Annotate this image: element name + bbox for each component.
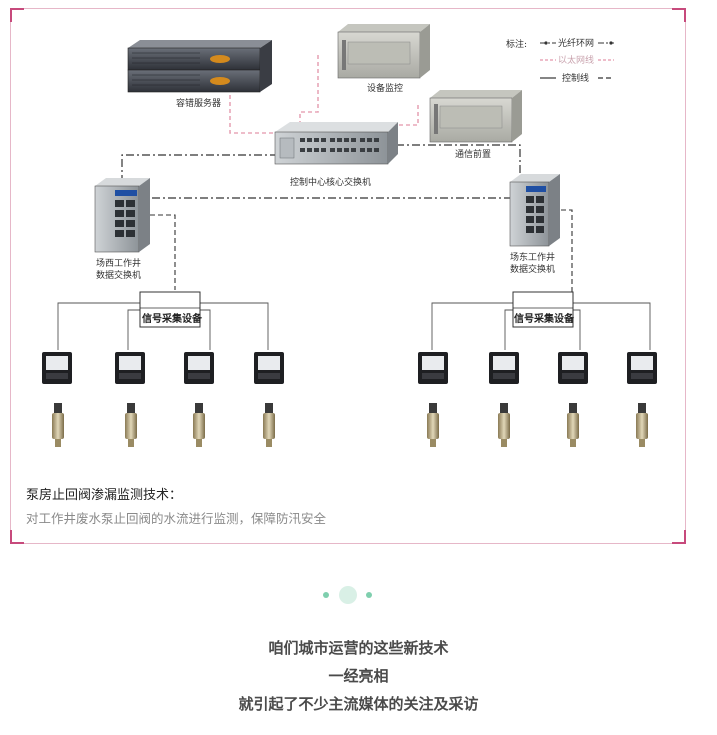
legend-title: 标注: (506, 38, 527, 50)
west-switch-label-2: 数据交换机 (96, 269, 141, 281)
east-switch-label-2: 数据交换机 (510, 263, 555, 275)
collector-left-label: 信号采集设备 (142, 312, 203, 325)
dot-large-center (339, 586, 357, 604)
meter-icon (418, 352, 448, 384)
frame-corner-br (672, 530, 686, 544)
pressure-sensor-icon (193, 403, 205, 447)
collector-left-box (139, 291, 201, 328)
meter-icon (558, 352, 588, 384)
footer-line-2: 一经亮相 (328, 667, 389, 685)
pressure-sensor-icon (567, 403, 579, 447)
sensor-links (57, 302, 651, 350)
east-switch-label-1: 场东工作井 (510, 251, 555, 263)
meter-icon (184, 352, 214, 384)
west-switch-icon (94, 178, 150, 253)
dot-small-left (323, 592, 329, 598)
caption-title: 泵房止回阀渗漏监测技术： (26, 488, 183, 503)
frame-corner-tl (10, 8, 24, 22)
collector-right-label: 信号采集设备 (514, 312, 575, 325)
comm-front-label: 通信前置 (455, 148, 491, 160)
pressure-sensor-icon (125, 403, 137, 447)
comm-front-server-icon (429, 90, 522, 143)
collector-right-box (512, 291, 574, 328)
pressure-sensor-icon (427, 403, 439, 447)
network-diagram: 容错服务器 设备监控 通信前置 控制中心核心交换机 (42, 24, 657, 447)
pressure-sensor-icon (498, 403, 510, 447)
pressure-sensor-icon (52, 403, 64, 447)
caption-subtitle: 对工作井废水泵止回阀的水流进行监测，保障防汛安全 (26, 511, 327, 526)
pressure-sensor-icon (263, 403, 275, 447)
ethernet-links (229, 55, 419, 134)
legend-fiber-label: 光纤环网 (558, 37, 594, 49)
frame-corner-tr (672, 8, 686, 22)
fiber-ring-links (121, 144, 521, 199)
legend-control-label: 控制线 (562, 72, 589, 84)
monitor-label: 设备监控 (367, 82, 403, 94)
meter-icon (627, 352, 657, 384)
meter-icon (489, 352, 519, 384)
footer-line-1: 咱们城市运营的这些新技术 (268, 639, 449, 657)
dot-small-right (366, 592, 372, 598)
meter-icon (42, 352, 72, 384)
frame-corner-bl (10, 530, 24, 544)
east-switch-icon (509, 174, 560, 247)
storage-server-label: 容错服务器 (176, 97, 221, 109)
pressure-sensor-icon (636, 403, 648, 447)
core-switch-icon (274, 122, 398, 165)
legend-ethernet-label: 以太网线 (558, 54, 594, 66)
section-divider-dots (323, 585, 383, 605)
core-switch-label: 控制中心核心交换机 (290, 176, 371, 188)
caption-frame (10, 8, 686, 544)
control-links (150, 209, 573, 292)
west-switch-label-1: 场西工作井 (96, 257, 141, 269)
meter-icon (254, 352, 284, 384)
meter-icon (115, 352, 145, 384)
storage-server-icon (127, 40, 272, 93)
monitor-server-icon (337, 24, 430, 79)
legend: 标注: 光纤环网 以太网线 控制线 (506, 37, 614, 84)
footer-line-3: 就引起了不少主流媒体的关注及采访 (238, 695, 479, 713)
